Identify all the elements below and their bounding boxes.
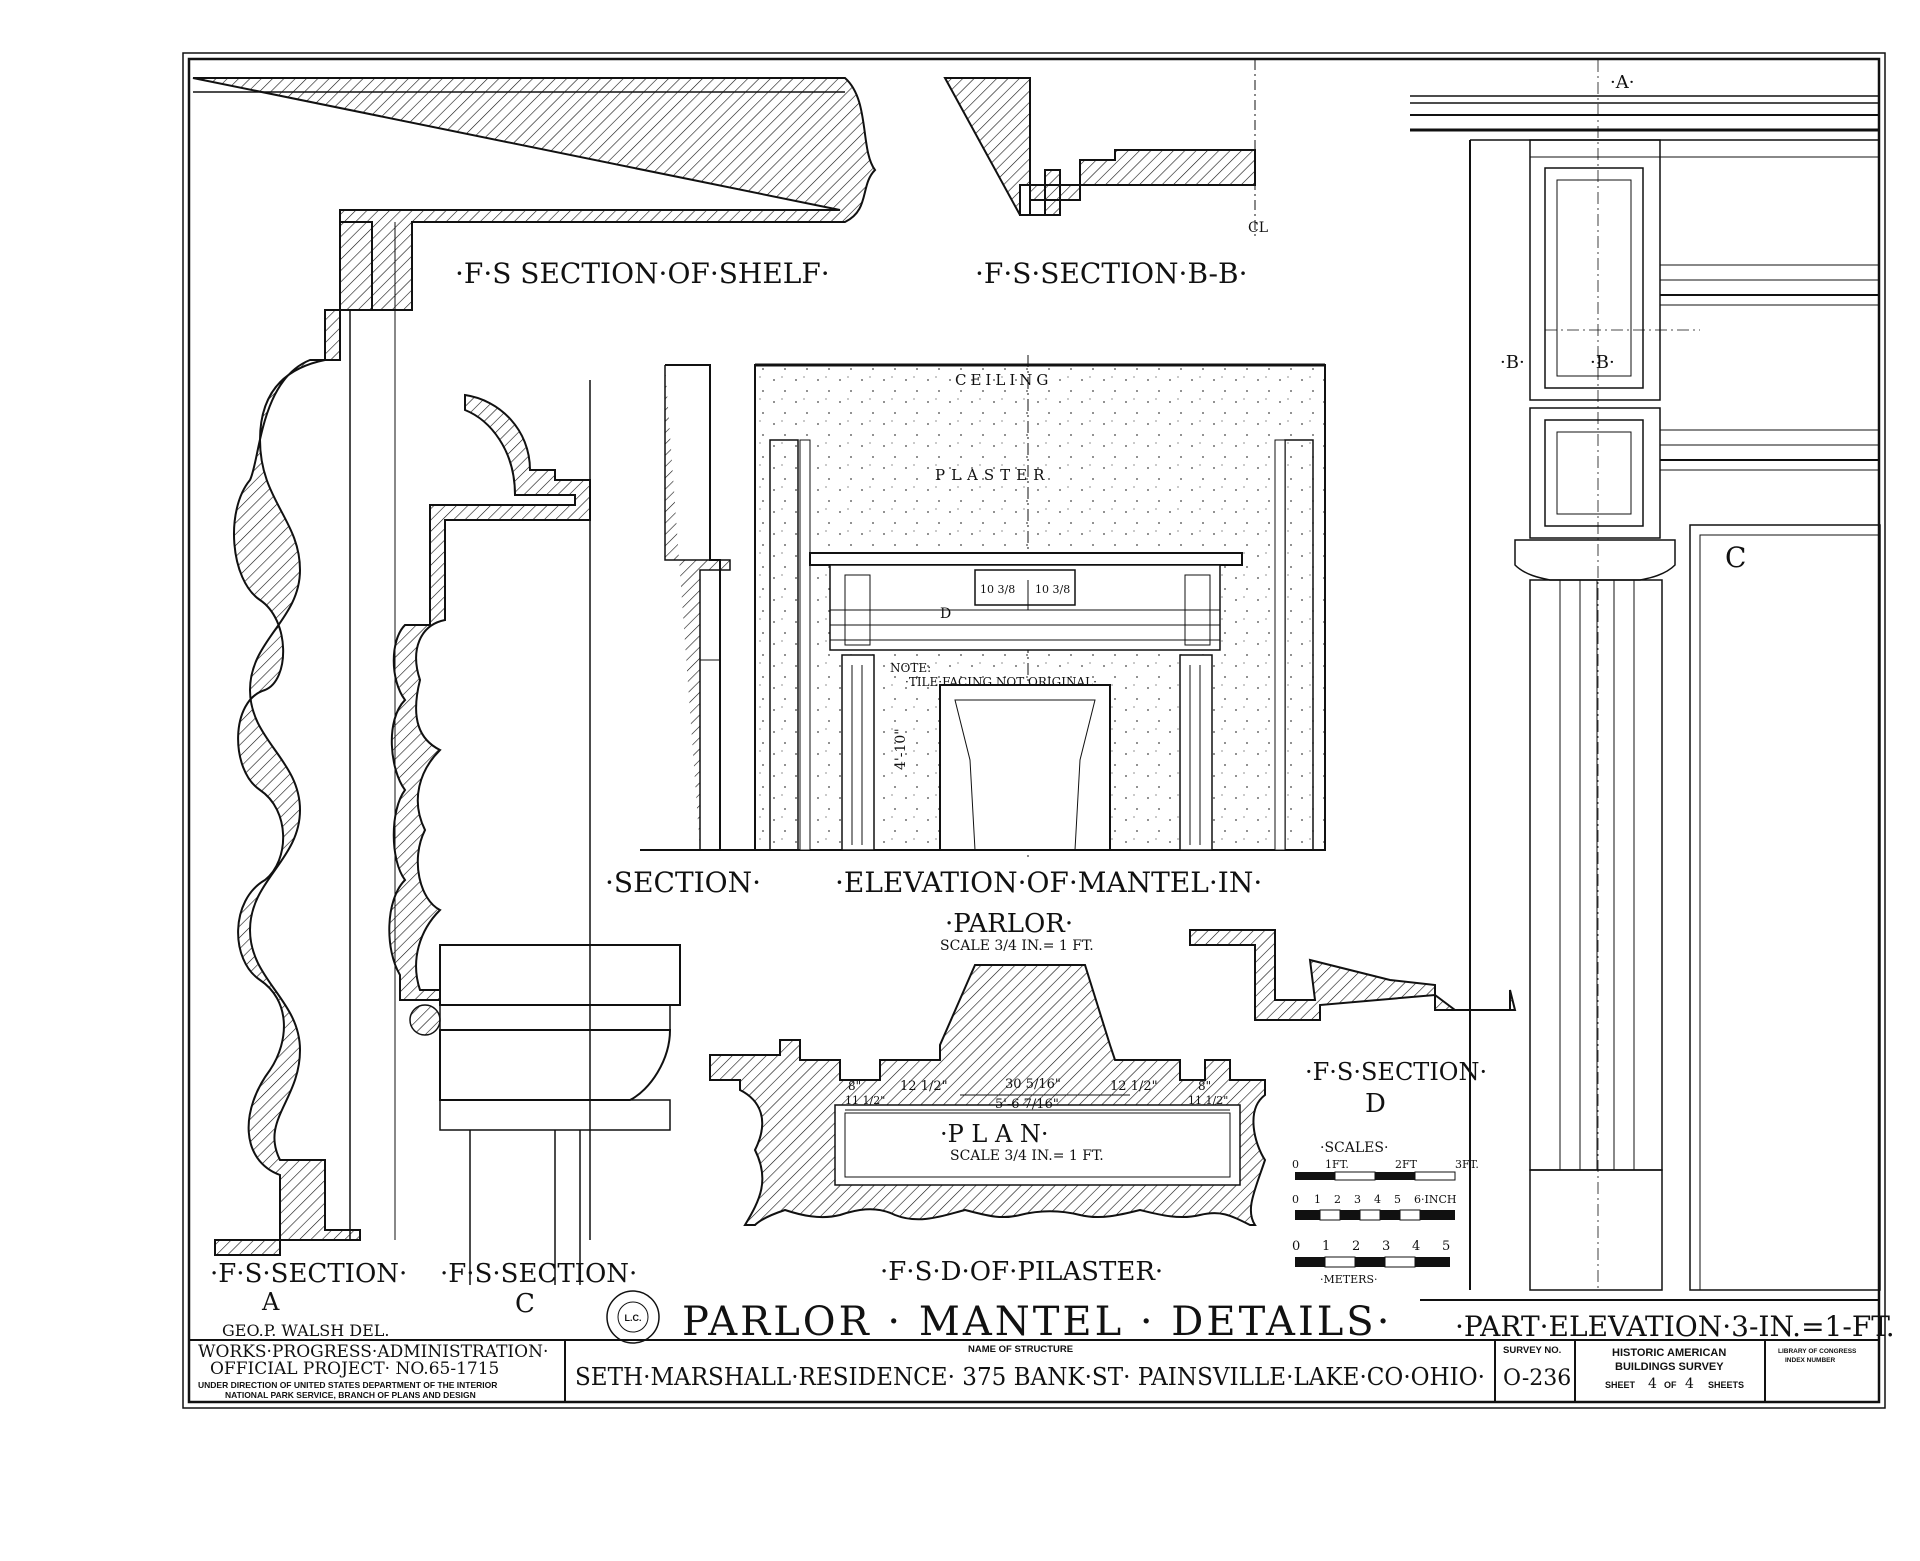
svg-text:L.C.: L.C. [625,1313,642,1323]
label-scale-feet-3: 3FT. [1455,1158,1479,1171]
label-scale-meter-2: 2 [1352,1239,1360,1254]
title-sheet-total: 4 [1685,1376,1694,1392]
label-scale-plan: SCALE 3/4 IN.= 1 FT. [950,1148,1104,1164]
label-scale-meter-5: 5 [1442,1239,1450,1254]
label-marker-b-right: ·B· [1590,352,1615,373]
title-survey-no: O-236 [1503,1366,1571,1391]
title-sheets-word: SHEETS [1708,1380,1744,1390]
label-scale-inch-5: 5 [1394,1193,1401,1206]
section-d-profile [1189,929,1517,1021]
label-note-text: ·TILE·FACING NOT ORIGINAL· [905,675,1097,689]
section-c-profile [388,380,591,1240]
label-scale-meter-3: 3 [1382,1239,1390,1254]
label-section-c-letter: C [515,1289,535,1319]
title-survey-header: SURVEY NO. [1503,1345,1561,1356]
label-marker-c: C [1725,541,1746,574]
section-bb-profile [943,60,1256,240]
title-loc-line2: INDEX NUMBER [1785,1357,1836,1364]
label-fsd-pilaster: ·F·S·D·OF·PILASTER· [880,1257,1163,1287]
capital-detail [409,944,681,1285]
title-sheet-no: 4 [1648,1376,1657,1392]
label-part-elevation: ·PART·ELEVATION·3-IN.=1-FT. [1455,1310,1895,1343]
label-scale-meter-1: 1 [1322,1239,1330,1254]
label-scale-meters: ·METERS· [1320,1273,1377,1286]
label-marker-b-left: ·B· [1500,352,1525,373]
label-note: NOTE: [890,661,931,675]
label-cl-bb: CL [1248,220,1268,236]
section-a-profile [214,221,396,1256]
label-ceiling: CEILING [955,371,1052,389]
mantel-elevation [640,355,1326,860]
label-scale-inch-6: 6·INCH [1414,1193,1456,1206]
label-section-c: ·F·S·SECTION· [440,1259,637,1289]
title-sheet-word: SHEET [1605,1380,1636,1390]
label-section-a-letter: A [261,1288,280,1316]
title-direction-line1: UNDER DIRECTION OF UNITED STATES DEPARTM… [198,1380,497,1390]
label-scale-elevation: SCALE 3/4 IN.= 1 FT. [940,938,1094,954]
label-dim-12-half-right: 12 1/2" [1110,1079,1158,1094]
label-marker-a: ·A· [1610,72,1634,93]
label-dim-11-half-left: 11 1/2" [845,1094,885,1107]
label-scale-feet-0: 0 [1292,1158,1299,1171]
part-elevation [1410,60,1881,1291]
label-section-d-letter: D [1365,1089,1386,1119]
label-section-of-shelf: ·F·S SECTION·OF·SHELF· [455,257,830,290]
label-scale-meter-4: 4 [1412,1239,1420,1254]
label-dim-10-3-8-a: 10 3/8 [980,583,1015,596]
label-scale-feet-1: 1FT. [1325,1158,1349,1171]
title-block-frame [189,1299,1879,1402]
label-dim-30-5-16: 30 5/16" [1005,1077,1061,1092]
title-wpa-line2: OFFICIAL PROJECT· NO.65-1715 [210,1359,499,1379]
label-scale-inch-1: 1 [1314,1193,1321,1206]
title-habs-line1: HISTORIC AMERICAN [1612,1347,1726,1359]
label-dim-5-6-7-16: 5'-6 7/16" [995,1097,1059,1112]
fine-arts-seal: L.C. [606,1290,660,1344]
title-name-header: NAME OF STRUCTURE [968,1344,1073,1355]
label-dim-4-10: 4'-10" [893,728,909,770]
title-structure-name: SETH·MARSHALL·RESIDENCE· 375 BANK·ST· PA… [575,1363,1485,1391]
title-direction-line2: NATIONAL PARK SERVICE, BRANCH OF PLANS A… [225,1390,476,1400]
mantel-plan [709,964,1267,1226]
label-scale-meter-0: 0 [1292,1239,1300,1254]
label-sheet-title: PARLOR · MANTEL · DETAILS· [682,1299,1392,1345]
label-dim-8-left: 8" [848,1079,861,1093]
label-plaster: PLASTER [935,466,1050,484]
sheet-border-outer [182,52,1886,1409]
label-section-d: ·F·S·SECTION· [1305,1058,1487,1086]
label-parlor: ·PARLOR· [945,909,1073,939]
label-section-a: ·F·S·SECTION· [210,1259,407,1289]
label-scale-inch-2: 2 [1334,1193,1341,1206]
label-elevation-mantel: ·ELEVATION·OF·MANTEL·IN· [835,866,1262,899]
label-scale-inch-4: 4 [1374,1193,1381,1206]
title-loc-line1: LIBRARY OF CONGRESS [1778,1348,1857,1355]
label-delineator: GEO.P. WALSH DEL. [222,1321,389,1340]
label-scale-inch-3: 3 [1354,1193,1361,1206]
label-plan: ·P L A N· [940,1120,1049,1148]
label-dim-11-half-right: 11 1/2" [1188,1094,1228,1107]
label-section: ·SECTION· [605,866,761,899]
label-dim-8-right: 8" [1198,1079,1211,1093]
label-scale-feet-2: 2FT [1395,1158,1418,1171]
title-of-word: OF [1664,1380,1677,1390]
label-dim-12-half-left: 12 1/2" [900,1079,948,1094]
shelf-section-profile [192,77,877,311]
graphic-scales [1295,1171,1456,1268]
label-scale-inch-0: 0 [1292,1193,1299,1206]
label-section-bb: ·F·S·SECTION·B-B· [975,257,1247,290]
label-marker-d-elevation: D [940,606,951,622]
title-wpa-line1: WORKS·PROGRESS·ADMINISTRATION· [198,1342,548,1362]
title-habs-line2: BUILDINGS SURVEY [1615,1361,1724,1373]
label-dim-10-3-8-b: 10 3/8 [1035,583,1070,596]
sheet-border-inner [187,57,1881,1404]
label-scales-title: ·SCALES· [1320,1140,1388,1156]
